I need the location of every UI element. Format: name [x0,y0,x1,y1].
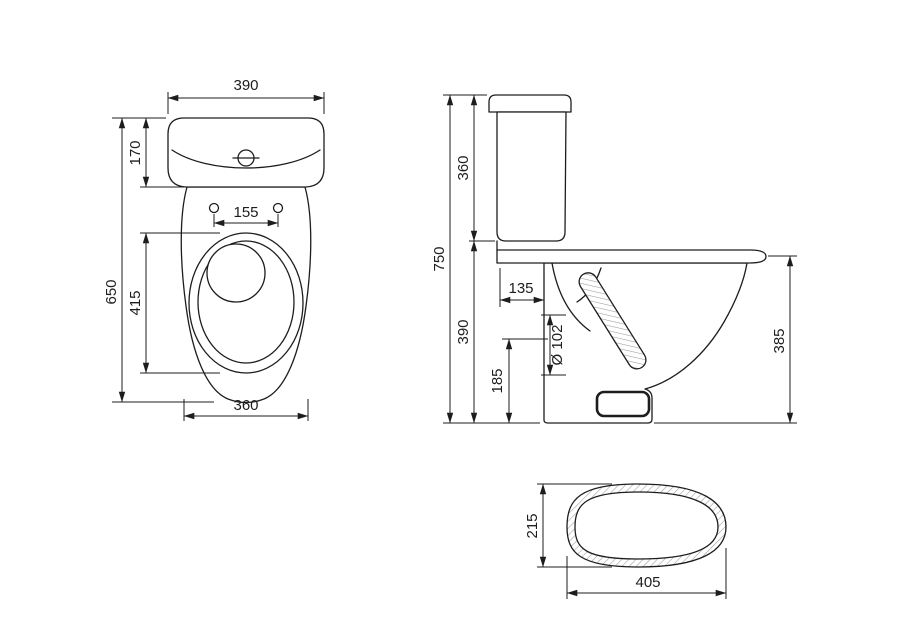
cistern-lid-curve [171,149,321,169]
dim-label-cistern-width: 390 [233,77,258,94]
dim-overall-length: 650 [103,117,214,403]
dim-cistern-depth: 170 [127,117,184,188]
dim-label-seat-depth: 215 [524,513,541,538]
cistern-lid-profile [488,94,572,113]
dim-label-opening-length: 415 [127,290,144,315]
dim-hinge-spacing: 155 [213,204,279,227]
dim-label-cistern-height: 360 [455,155,472,180]
dim-rim-depth: 385 [654,255,797,424]
top-view-drawing: 390 155 650 170 415 [103,77,325,421]
dim-bowl-height: 390 [455,240,478,424]
dim-outlet-diameter: Ø 102 [541,314,566,376]
dim-cistern-width: 390 [167,77,325,114]
dim-label-outlet-diameter: Ø 102 [549,325,566,366]
dim-seat-width: 405 [566,548,727,599]
dim-seat-depth: 215 [524,483,612,568]
cistern-profile [496,111,567,242]
dim-label-cistern-depth: 170 [127,140,144,165]
seat-ring-inner [574,491,719,560]
hinge-hole-left [208,202,220,214]
outlet-opening [595,390,651,418]
seat-profile [496,249,767,264]
seat-view-drawing: 215 405 [524,483,727,599]
dim-label-outlet-offset: 135 [508,280,533,297]
dim-opening-length: 415 [127,232,220,374]
dim-outlet-offset: 135 [499,268,545,307]
dim-label-bowl-width: 360 [233,397,258,414]
dim-bowl-width: 360 [183,397,309,421]
dim-label-hinge-spacing: 155 [233,204,258,221]
water-surface-circle [206,243,266,303]
dim-overall-height: 750 [431,94,540,424]
dim-label-seat-width: 405 [635,574,660,591]
outlet-pipe [578,272,647,370]
dim-label-rim-depth: 385 [771,328,788,353]
dim-label-bowl-height: 390 [455,319,472,344]
dim-label-overall-length: 650 [103,279,120,304]
hinge-hole-right [272,202,284,214]
dim-label-outlet-center-height: 185 [489,368,506,393]
dim-label-overall-height: 750 [431,246,448,271]
side-view-drawing: 750 360 390 135 185 [431,94,797,424]
trap-curve-1 [551,262,591,332]
dim-outlet-center-height: 185 [489,338,548,424]
dim-cistern-height: 360 [455,94,495,242]
